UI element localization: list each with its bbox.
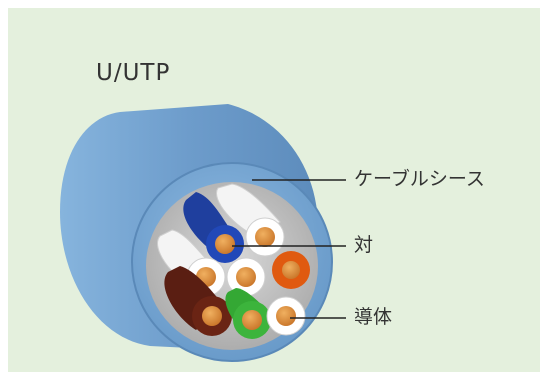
pair-brown (164, 266, 232, 336)
pair-label: 対 (354, 234, 374, 256)
pair-white-center (226, 257, 266, 297)
pair-orange (272, 251, 310, 289)
pair-blue (183, 192, 244, 263)
conductor-brown (202, 306, 222, 326)
sheath-label: ケーブルシース (354, 168, 485, 190)
conductor-white-center (236, 267, 256, 287)
cable-type-title: U/UTP (96, 60, 171, 86)
pair-white-right (266, 296, 306, 336)
conductor-orange (282, 261, 300, 279)
sheath-rim-shadow (131, 162, 333, 362)
pair-green (225, 288, 271, 339)
conductor-green (242, 310, 262, 330)
conductor-white-right (276, 306, 296, 326)
conductor-label: 導体 (354, 306, 393, 328)
conductor-blue (215, 234, 235, 254)
conductor-white-top (255, 227, 275, 247)
